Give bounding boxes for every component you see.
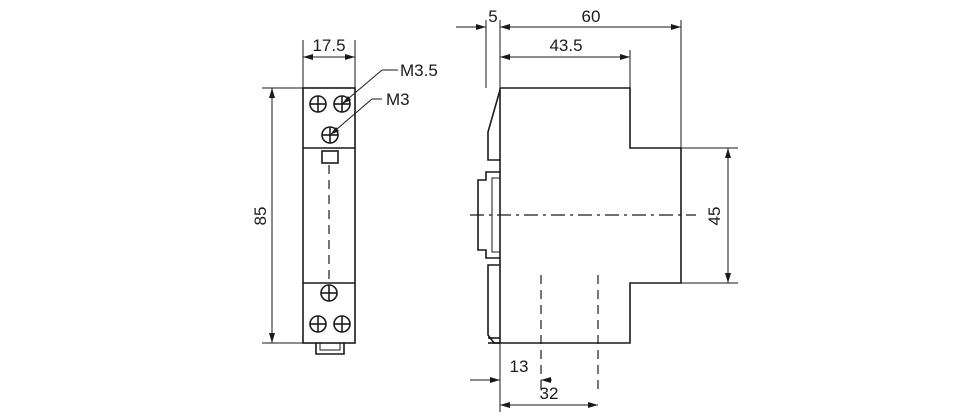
front-body-outline <box>302 87 356 344</box>
dim-front-height <box>262 87 303 344</box>
front-din-latch-inner <box>319 343 341 351</box>
dim-rail-span-label: 32 <box>540 384 559 403</box>
screw-bottom-left-icon <box>309 315 327 333</box>
dim-front-height-label: 85 <box>251 207 270 226</box>
front-view: 17.5 85 M3.5 M3 <box>251 36 438 355</box>
screw-bottom-right-icon <box>333 315 351 333</box>
label-m3: M3 <box>386 90 410 109</box>
dim-clip-label: 5 <box>488 7 497 26</box>
front-din-latch <box>315 343 345 355</box>
dim-front-depth <box>500 54 630 60</box>
dim-depth <box>500 24 681 30</box>
dim-front-depth-label: 43.5 <box>549 36 582 55</box>
dim-rail-offset <box>470 343 552 412</box>
screw-bottom-center-icon <box>320 284 338 302</box>
leader-m3 <box>329 98 382 136</box>
dim-rail-span <box>500 402 598 408</box>
dim-front-width <box>302 40 356 88</box>
side-clip-upper <box>487 89 501 161</box>
dim-rail-offset-label: 13 <box>510 357 529 376</box>
dim-front-width-label: 17.5 <box>312 36 345 55</box>
dim-depth-label: 60 <box>582 7 601 26</box>
leader-m3-5 <box>341 69 398 105</box>
side-clip-lower <box>487 264 500 344</box>
dim-front-height-side-label: 45 <box>705 207 724 226</box>
screw-top-left-icon <box>309 95 327 113</box>
side-view: 5 60 43.5 45 13 <box>456 7 738 412</box>
label-m3-5: M3.5 <box>400 61 438 80</box>
dim-front-height-side <box>681 147 738 284</box>
indicator-window <box>321 150 339 164</box>
